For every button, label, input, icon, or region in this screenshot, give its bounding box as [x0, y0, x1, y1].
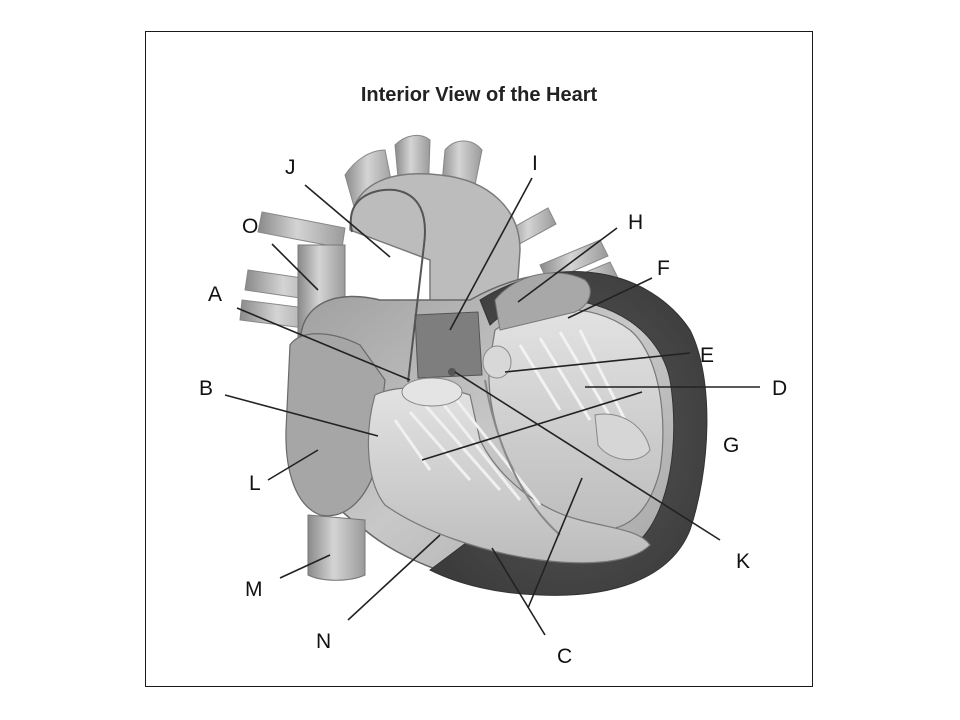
label-g: G [723, 434, 740, 457]
left-atrium [494, 272, 591, 331]
chordae-left [518, 329, 632, 431]
label-h: H [628, 211, 644, 234]
aorta-outline [349, 188, 426, 383]
aortic-arch [349, 173, 521, 321]
label-b: B [199, 377, 214, 400]
label-j: J [285, 156, 296, 179]
label-e: E [700, 344, 715, 367]
label-d: D [772, 377, 788, 400]
inferior-vena-cava [307, 514, 366, 581]
tricuspid-valve [401, 377, 463, 407]
label-l: L [249, 472, 261, 495]
label-i: I [532, 152, 538, 175]
label-f: F [657, 257, 670, 280]
right-ventricle-chamber [367, 386, 651, 564]
interventricular-septum [484, 379, 561, 536]
label-m: M [245, 578, 263, 601]
pulmonary-trunk [414, 311, 483, 379]
diagram-title: Interior View of the Heart [360, 84, 598, 106]
papillary-muscle-left [594, 413, 651, 461]
leader-lines [224, 177, 760, 636]
valve-marker [448, 368, 456, 376]
label-n: N [316, 630, 332, 653]
label-c: C [557, 645, 573, 668]
chordae-right [393, 397, 542, 506]
label-o: O [242, 215, 259, 238]
left-ventricle-wall [429, 271, 708, 596]
label-k: K [736, 550, 751, 573]
label-a: A [208, 283, 223, 306]
mitral-valve [482, 345, 512, 379]
